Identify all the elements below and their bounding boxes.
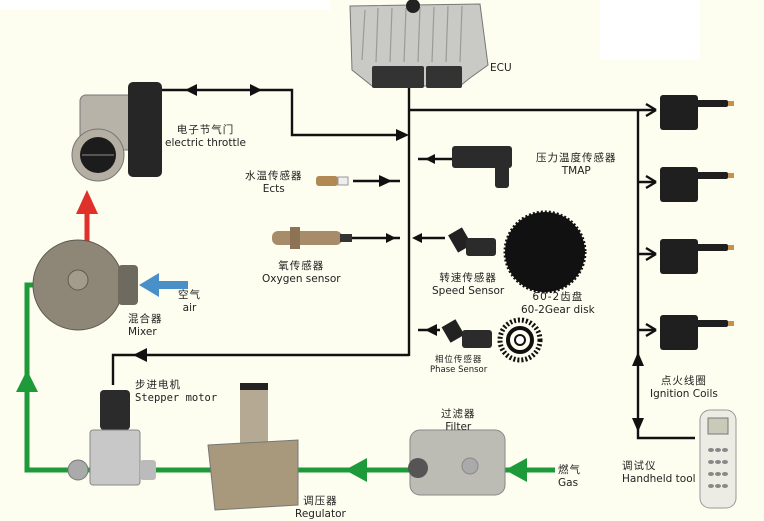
arrow-right-icon <box>645 174 657 190</box>
label-en: electric throttle <box>165 137 246 149</box>
speed-sensor-image <box>448 227 496 256</box>
label-en: Stepper motor <box>135 392 218 404</box>
regulator-image <box>207 383 299 511</box>
throttle-label: 电子节气门 electric throttle <box>165 124 246 150</box>
label-zh: 混合器 <box>128 313 163 325</box>
label-en: Ignition Coils <box>650 388 718 400</box>
arrow-right-icon <box>645 322 657 338</box>
label-zh: 氧传感器 <box>278 260 325 272</box>
filter-label: 过滤器 Filter <box>441 408 476 434</box>
gear-disk-image <box>503 210 587 294</box>
label-zh: 过滤器 <box>441 408 476 420</box>
ignition-coils-label: 点火线圈 Ignition Coils <box>650 375 718 401</box>
diagnostic-line <box>636 345 695 440</box>
regulator-label: 调压器 Regulator <box>295 495 346 521</box>
label-en: Oxygen sensor <box>262 273 341 285</box>
label-zh: 相位传感器 <box>434 355 483 365</box>
stepper-signal-line <box>111 353 409 385</box>
phase-wheel-image <box>497 317 543 363</box>
label-en: Handheld tool <box>622 473 696 485</box>
handheld-tool-label: 调试仪 Handheld tool <box>622 460 696 486</box>
label-zh: 燃气 <box>558 464 581 476</box>
gas-label: 燃气 Gas <box>558 464 581 490</box>
bg-patch <box>600 0 700 60</box>
tmap-label: 压力温度传感器 TMAP <box>536 152 617 178</box>
label-zh: 水温传感器 <box>245 170 303 182</box>
arrow-up-icon <box>632 352 644 366</box>
air-flow-path <box>139 273 188 297</box>
ecu-connector <box>372 66 424 88</box>
arrow-up-icon <box>16 370 38 392</box>
label-en: 60-2Gear disk <box>521 304 595 316</box>
phase-sensor-label: 相位传感器 Phase Sensor <box>430 355 487 375</box>
arrow-left-icon <box>133 348 147 362</box>
arrow-left-icon <box>425 154 435 164</box>
oxygen-sensor-image <box>272 227 352 249</box>
label-zh: 电子节气门 <box>176 124 235 136</box>
ects-sensor-image <box>316 176 349 186</box>
arrow-left-icon <box>345 458 367 482</box>
arrow-right-icon <box>250 84 262 96</box>
arrow-right-icon <box>645 102 657 118</box>
mixture-flow-path <box>76 190 98 242</box>
bg-patch <box>0 0 330 10</box>
ignition-coil-image <box>660 95 734 130</box>
label-zh: 压力温度传感器 <box>536 152 617 164</box>
handheld-tool-image <box>699 409 737 509</box>
ignition-coil-image <box>660 167 734 202</box>
label-en: TMAP <box>561 165 591 177</box>
arrow-left-icon <box>425 324 437 336</box>
label-zh: 调压器 <box>303 495 338 507</box>
arrow-down-icon <box>632 418 644 432</box>
speed-sensor-label: 转速传感器 Speed Sensor <box>432 272 504 298</box>
label-zh: 调试仪 <box>622 460 657 472</box>
arrow-right-icon <box>379 175 392 187</box>
label-zh: 空气 <box>178 289 201 301</box>
mixer-label: 混合器 Mixer <box>128 313 163 339</box>
ignition-coil-image <box>660 239 734 274</box>
phase-sensor-image <box>441 319 492 348</box>
label-en: Gas <box>558 477 579 489</box>
tmap-sensor-image <box>452 146 512 188</box>
label-zh: 步进电机 <box>135 379 181 391</box>
arrow-right-icon <box>396 129 409 141</box>
gear-disk-label: 60-2齿盘 60-2Gear disk <box>521 291 595 317</box>
label-en: Filter <box>445 421 472 433</box>
arrow-right-icon <box>386 233 396 243</box>
label-zh: 点火线圈 <box>660 375 707 387</box>
arrow-left-icon <box>185 84 197 96</box>
ects-label: 水温传感器 Ects <box>245 170 303 196</box>
arrow-left-icon <box>139 273 159 297</box>
ecu-unit <box>349 0 489 88</box>
air-label: 空气 air <box>178 289 201 315</box>
electric-throttle-image <box>71 82 162 182</box>
label-en: Regulator <box>295 508 346 520</box>
mixer-image <box>32 239 138 331</box>
label-en: Mixer <box>128 326 157 338</box>
label-en: air <box>182 302 197 314</box>
filter-image <box>408 429 506 496</box>
arrow-left-icon <box>412 233 422 243</box>
label-en: Ects <box>262 183 285 195</box>
label-en: Phase Sensor <box>430 365 488 375</box>
label-zh: 转速传感器 <box>439 272 497 284</box>
arrow-left-icon <box>505 458 527 482</box>
label-en: Speed Sensor <box>432 285 505 297</box>
throttle-signal-line <box>162 88 400 137</box>
arrow-up-icon <box>76 190 98 214</box>
ecu-label: ECU <box>490 62 512 75</box>
ecu-connector <box>426 66 462 88</box>
label-zh: 60-2齿盘 <box>532 291 584 303</box>
ecu-cap-icon <box>406 0 420 13</box>
stepper-motor-image <box>67 390 156 486</box>
ignition-coil-image <box>660 315 734 350</box>
arrow-right-icon <box>645 246 657 262</box>
label-en: ECU <box>490 62 512 74</box>
oxygen-label: 氧传感器 Oxygen sensor <box>262 260 341 286</box>
stepper-motor-label: 步进电机 Stepper motor <box>135 379 217 405</box>
